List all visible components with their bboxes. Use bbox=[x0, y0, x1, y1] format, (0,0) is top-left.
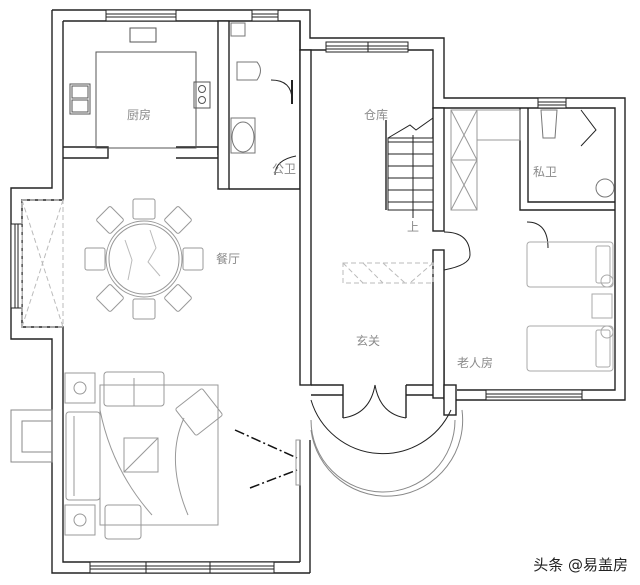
dashed-markings bbox=[21, 199, 434, 328]
room-label-storage: 仓库 bbox=[364, 108, 389, 122]
interior-walls bbox=[10, 20, 615, 463]
windows bbox=[10, 9, 583, 574]
stairs bbox=[387, 117, 434, 218]
bath-fixtures bbox=[230, 22, 615, 198]
room-label-private-bathroom: 私卫 bbox=[533, 165, 558, 179]
watermark: 头条 @易盖房 bbox=[533, 556, 628, 574]
room-label-kitchen: 厨房 bbox=[127, 108, 152, 122]
room-label-dining-room: 餐厅 bbox=[216, 252, 241, 266]
beds bbox=[526, 241, 614, 372]
room-label-entrance: 玄关 bbox=[356, 334, 381, 348]
room-label-elderly-room: 老人房 bbox=[457, 356, 494, 370]
stairs-up-label: 上 bbox=[407, 220, 420, 234]
doors bbox=[270, 79, 597, 497]
dining-table bbox=[84, 198, 204, 320]
kitchen-fixtures bbox=[69, 27, 211, 149]
exterior-walls bbox=[10, 9, 626, 574]
wardrobe bbox=[450, 109, 521, 211]
tv-unit bbox=[295, 439, 301, 486]
living-room-furniture bbox=[64, 371, 223, 540]
tv-sightlines bbox=[234, 429, 298, 489]
room-label-public-bathroom: 公卫 bbox=[272, 162, 297, 176]
